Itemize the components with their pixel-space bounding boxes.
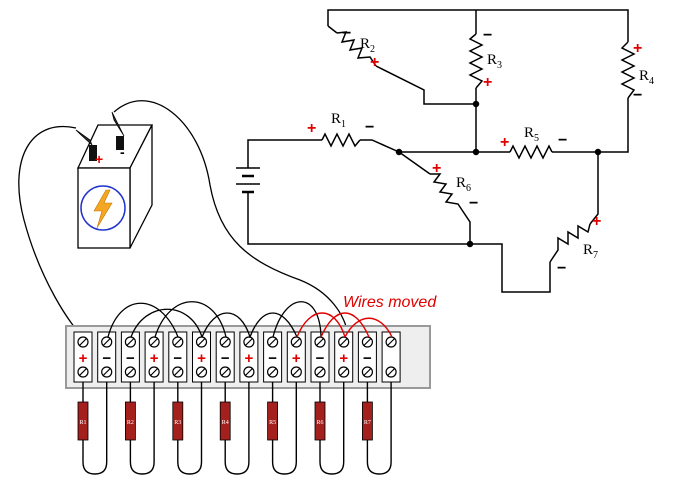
r3-zigzag	[468, 33, 484, 89]
r4-zigzag	[620, 41, 636, 99]
r5-label: R5	[524, 125, 539, 144]
schematic-battery	[236, 160, 260, 198]
r6-label: R6	[456, 175, 471, 194]
physical-resistor-label: R1	[79, 420, 86, 426]
terminal-6: +	[192, 331, 211, 383]
r7-label: R7	[583, 242, 598, 261]
physical-resistor-label: R2	[127, 420, 134, 426]
r1-minus: −	[365, 119, 374, 136]
physical-resistor-label: R7	[364, 420, 371, 426]
terminal-11: −	[310, 331, 330, 383]
r2-zigzag	[336, 31, 377, 67]
terminal-4: +	[144, 331, 164, 383]
terminal-minus-mark: −	[126, 350, 135, 367]
terminal-minus-mark: −	[363, 350, 372, 367]
r2-label: R2	[360, 36, 375, 55]
physical-resistor-r3: R3	[172, 382, 203, 475]
physical-resistor-label: R3	[174, 420, 181, 426]
r5-minus: −	[558, 132, 567, 149]
terminal-minus-mark: −	[316, 350, 325, 367]
r7-minus: −	[557, 260, 566, 277]
wire-bottom-return	[247, 198, 551, 293]
wire-r1-right	[360, 139, 400, 153]
terminal-13: −	[357, 331, 377, 383]
physical-resistor-r4: R4	[219, 382, 250, 475]
terminal-minus-mark: −	[102, 350, 111, 367]
terminal-12: +	[334, 331, 354, 383]
battery-lead-positive	[18, 125, 85, 339]
battery: + -	[75, 111, 154, 249]
wire-r6-top	[398, 151, 431, 175]
r5-plus: +	[500, 134, 509, 151]
r3-plus: +	[483, 74, 492, 91]
wire-top	[327, 9, 629, 42]
physical-resistor-label: R4	[222, 420, 229, 426]
r4-minus: −	[633, 87, 642, 104]
r2-minus: −	[342, 25, 351, 42]
schematic	[236, 9, 636, 293]
wire-r2-bottom	[375, 65, 476, 105]
wire-r6-bottom	[461, 209, 471, 244]
r7-zigzag	[549, 223, 591, 263]
terminal-strip: +−−+−+−+−+−+−	[65, 325, 431, 389]
terminal-2: −	[97, 331, 117, 383]
terminal-8: +	[239, 331, 259, 383]
terminal-minus-mark: −	[268, 350, 277, 367]
r6-zigzag	[430, 173, 463, 211]
battery-plus: +	[95, 151, 103, 167]
r3-minus: −	[483, 27, 492, 44]
physical-resistor-r5: R5	[267, 382, 297, 475]
terminal-9: −	[263, 331, 283, 383]
r6-minus: −	[469, 195, 478, 212]
physical-resistor-r7: R7	[361, 382, 392, 475]
physical-resistor-label: R5	[269, 420, 276, 426]
r1-label: R1	[331, 111, 346, 130]
terminal-plus-mark: +	[197, 350, 206, 367]
wire-r7-top	[589, 152, 599, 225]
terminal-plus-mark: +	[79, 350, 88, 367]
moved-wires	[296, 312, 393, 338]
physical-resistors: R1 R2 R3 R4 R5 R6 R7	[77, 382, 392, 475]
terminal-14	[381, 331, 401, 383]
battery-lead-negative	[113, 100, 349, 336]
r4-plus: +	[633, 40, 642, 57]
terminal-3: −	[120, 331, 140, 383]
r5-zigzag	[509, 144, 553, 160]
physical-resistor-label: R6	[316, 420, 323, 426]
terminal-plus-mark: +	[339, 350, 348, 367]
wire-r4-bottom	[598, 98, 629, 153]
wire-r2-top	[327, 25, 338, 34]
terminal-1: +	[73, 331, 93, 383]
wires-moved-label: Wires moved	[343, 294, 437, 311]
r3-label: R3	[487, 52, 502, 71]
r1-plus: +	[307, 120, 316, 137]
wire-r1-left	[247, 139, 322, 160]
terminal-7: −	[215, 331, 235, 383]
terminal-5: −	[168, 331, 188, 383]
r1-zigzag	[321, 132, 361, 148]
r4-label: R4	[639, 68, 654, 87]
physical-resistor-r6: R6	[314, 382, 345, 475]
terminal-minus-mark: −	[173, 350, 182, 367]
terminal-plus-mark: +	[150, 350, 159, 367]
physical-resistor-r1: R1	[77, 382, 108, 475]
r6-plus: +	[432, 160, 441, 177]
terminal-minus-mark: −	[221, 350, 230, 367]
physical-resistor-r2: R2	[125, 382, 155, 475]
r7-plus: +	[592, 213, 601, 230]
terminal-plus-mark: +	[245, 350, 254, 367]
terminal-plus-mark: +	[292, 350, 301, 367]
terminal-10: +	[286, 331, 306, 383]
r2-plus: +	[370, 54, 379, 71]
battery-minus: -	[120, 144, 125, 160]
jumper-wires	[107, 301, 322, 338]
schematic-labels: R1 + − R2 − + R3 − + R4 + − R5 + − R6 + …	[307, 25, 654, 277]
